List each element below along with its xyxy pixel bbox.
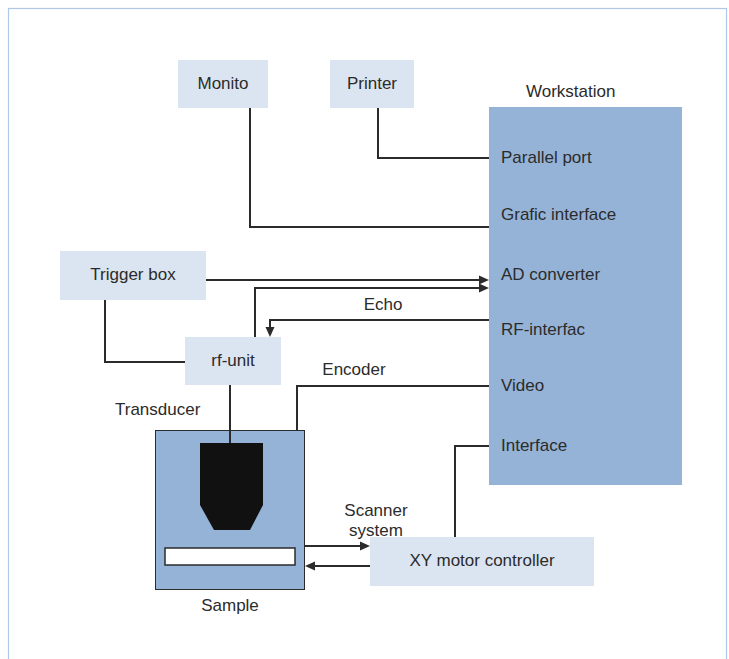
node-title: Workstation [526,82,615,102]
node-label: Monito [197,74,248,94]
arrow-head [479,284,489,293]
arrow-head [479,276,489,285]
connector [250,108,489,227]
device-box: Trigger box [60,251,206,300]
scanner-illustration [156,431,304,589]
port-label: AD converter [501,265,600,285]
connector-line [250,108,489,227]
connector-line [314,565,370,567]
connector [305,542,370,551]
arrow-head [266,327,275,337]
node-label: rf-unit [211,351,254,371]
connector-line [378,108,489,158]
connector [378,108,489,158]
port-label: Video [501,376,544,396]
part-label: Sample [201,596,259,616]
arrow-head [305,562,315,571]
connector [305,562,370,571]
connector [255,284,489,338]
sample-symbol [165,548,295,565]
part-label: Transducer [115,400,200,420]
node-title: Scanner system [334,501,418,542]
node-label: Trigger box [90,265,175,285]
connector-line [105,300,185,362]
port-label: Interface [501,436,567,456]
connector-line [305,545,361,547]
port-label: Parallel port [501,148,592,168]
node-label: Printer [347,74,397,94]
outer-frame [9,9,727,659]
node-label: XY motor controller [409,551,554,571]
workstation-box: WorkstationParallel portGrafic interface… [489,107,682,485]
connector-line [455,446,489,537]
connector [206,276,489,285]
arrow-head [360,542,370,551]
edge-label: Encoder [320,360,387,380]
scanner-box: Scanner system [155,430,305,590]
device-box: XY motor controller [370,537,594,586]
device-box: rf-unit [185,337,281,385]
connector-line [270,320,489,328]
transducer-symbol [200,443,263,530]
device-box: Printer [330,60,414,108]
port-label: Grafic interface [501,205,616,225]
port-label: RF-interfac [501,320,585,340]
connector-line [297,386,489,430]
connector [105,300,185,362]
connector [266,320,490,337]
connector-line [229,385,231,430]
edge-label: Echo [362,295,405,315]
device-box: Monito [178,60,268,108]
transducer-wire [229,431,231,443]
connector [297,386,489,430]
connector-line [255,288,480,337]
connector [230,385,231,430]
connector-line [206,279,480,281]
connector [455,446,489,537]
